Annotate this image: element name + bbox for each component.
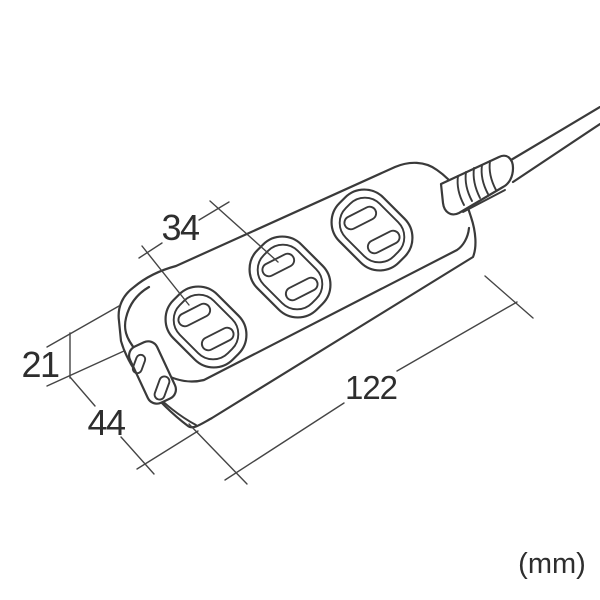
boot-rib-2 bbox=[464, 171, 473, 202]
side-plate-outline bbox=[127, 340, 178, 405]
outlet-1 bbox=[164, 285, 248, 369]
dimension-lines bbox=[46, 200, 534, 485]
side-outlet-plate bbox=[127, 340, 178, 405]
cord-upper-edge bbox=[509, 105, 600, 162]
pitch-dimension-line-a bbox=[138, 242, 163, 259]
length-extension-left bbox=[188, 423, 248, 485]
strain-relief-boot bbox=[439, 154, 515, 216]
depth-dimension-line-a bbox=[69, 376, 96, 407]
pitch-dimension-line-b bbox=[198, 201, 230, 221]
dim-label-height: 21 bbox=[21, 344, 59, 385]
pitch-extension-line-2 bbox=[209, 200, 279, 263]
side-outlet-slot-1 bbox=[131, 353, 147, 375]
outlet-3-inner-ring bbox=[338, 196, 406, 264]
dim-label-depth: 44 bbox=[87, 402, 125, 443]
outlet-3-slot-top bbox=[343, 205, 378, 231]
dim-label-outlet-pitch: 34 bbox=[161, 207, 199, 248]
outlet-3 bbox=[330, 188, 414, 272]
length-dimension-line-b bbox=[396, 301, 518, 372]
outlet-2-outer-ring bbox=[248, 235, 332, 319]
boot-rib-3 bbox=[472, 167, 481, 199]
depth-extension-bottom bbox=[136, 430, 199, 470]
power-cord bbox=[509, 105, 600, 184]
depth-dimension-line-b bbox=[120, 436, 155, 475]
outlet-3-outer-ring bbox=[330, 188, 414, 272]
strain-relief bbox=[439, 154, 515, 216]
boot-rib-4 bbox=[480, 164, 489, 195]
outlet-1-outer-ring bbox=[164, 285, 248, 369]
outlet-3-slot-bottom bbox=[366, 229, 401, 255]
boot-rib-1 bbox=[456, 175, 465, 206]
outlet-2-inner-ring bbox=[256, 243, 324, 311]
height-extension-top bbox=[46, 305, 120, 348]
pitch-extension-line-1 bbox=[141, 245, 190, 306]
boot-rib-5 bbox=[488, 160, 497, 191]
outlet-1-slot-top bbox=[177, 302, 212, 328]
unit-label: (mm) bbox=[518, 548, 586, 580]
side-outlet-slot-2 bbox=[153, 375, 171, 401]
height-extension-bottom bbox=[46, 350, 125, 387]
cord-lower-edge bbox=[511, 122, 600, 184]
length-extension-right bbox=[484, 275, 534, 319]
boot-lip bbox=[462, 189, 506, 213]
outlet-1-inner-ring bbox=[172, 293, 240, 361]
length-dimension-line-a bbox=[224, 402, 345, 481]
dim-label-length: 122 bbox=[345, 369, 397, 406]
outlet-1-slot-bottom bbox=[200, 326, 235, 352]
outlet-2-slot-bottom bbox=[284, 276, 319, 302]
